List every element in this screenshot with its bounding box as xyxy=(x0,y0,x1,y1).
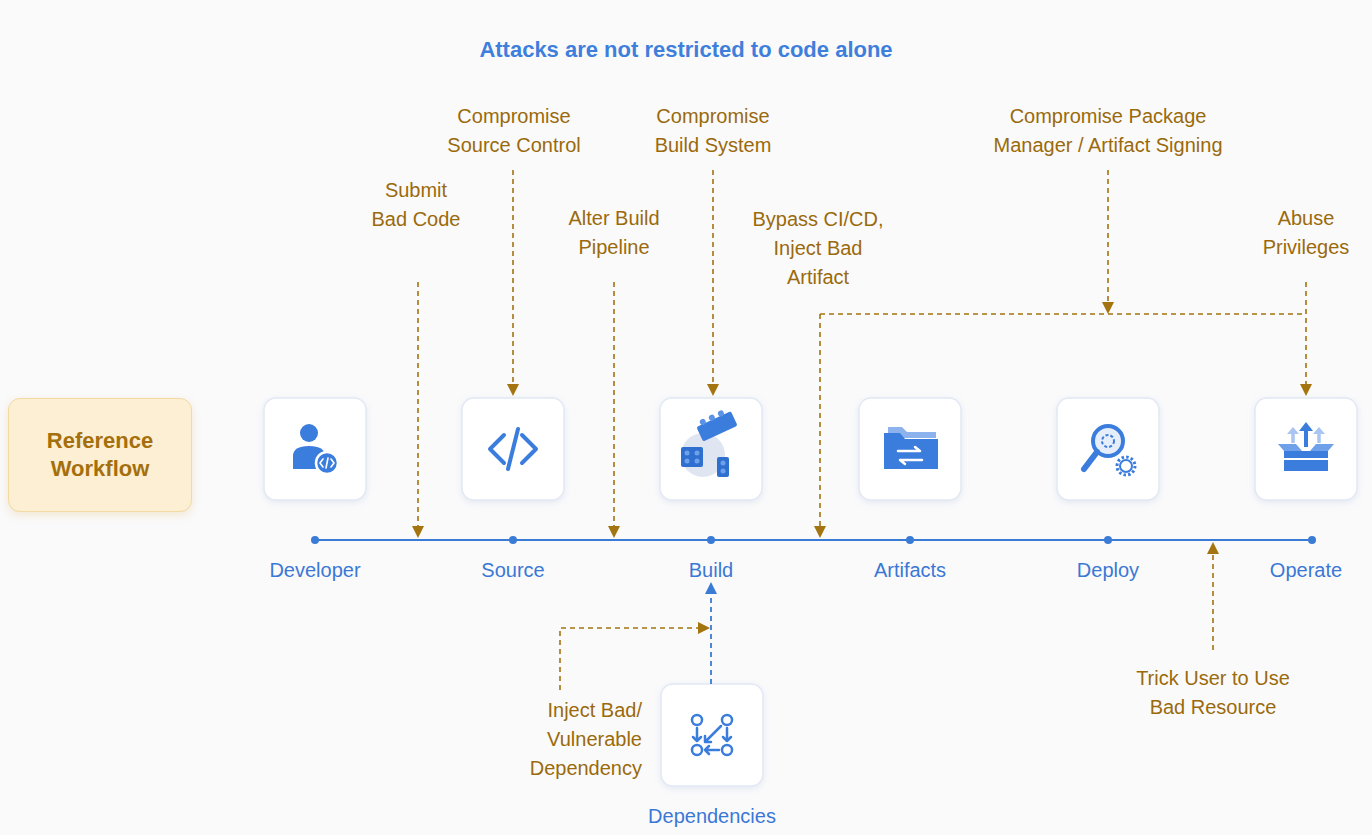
stage-label: Deploy xyxy=(1077,558,1139,582)
diagram-title: Attacks are not restricted to code alone xyxy=(0,36,1372,64)
developer-icon xyxy=(293,424,338,474)
workflow-stage: Deploy xyxy=(1043,396,1173,582)
stage-label: Dependencies xyxy=(648,804,776,828)
source-icon xyxy=(490,429,536,469)
deploy-icon xyxy=(1084,426,1135,475)
attack-label: Compromise Package Manager / Artifact Si… xyxy=(992,102,1224,160)
stage-label: Source xyxy=(481,558,544,582)
stage-label: Artifacts xyxy=(874,558,946,582)
artifacts-icon xyxy=(884,427,938,469)
dependency-connector xyxy=(710,584,712,684)
dependencies-icon xyxy=(692,715,732,755)
stage-label: Developer xyxy=(269,558,360,582)
attack-label: Trick User to Use Bad Resource xyxy=(1121,664,1305,722)
workflow-stage: Developer xyxy=(250,396,380,582)
build-icon xyxy=(681,407,738,477)
operate-icon xyxy=(1278,422,1334,471)
icon-tiles xyxy=(264,398,1357,786)
attack-label: Abuse Privileges xyxy=(1250,204,1362,262)
workflow-stage: Dependencies xyxy=(637,684,787,828)
workflow-stage: Operate xyxy=(1244,396,1368,582)
workflow-stage: Source xyxy=(448,396,578,582)
attack-label: Bypass CI/CD, Inject Bad Artifact xyxy=(743,205,893,292)
attack-label: Alter Build Pipeline xyxy=(552,204,676,262)
workflow-stage: Artifacts xyxy=(845,396,975,582)
attack-label: Submit Bad Code xyxy=(368,176,464,234)
workflow-stage: Build xyxy=(646,396,776,582)
attack-leaders xyxy=(418,170,1306,690)
workflow-label-box: Reference Workflow xyxy=(8,398,192,512)
box-label: Reference Workflow xyxy=(25,427,175,483)
stage-label: Build xyxy=(689,558,733,582)
stage-label: Operate xyxy=(1270,558,1342,582)
attack-label: Compromise Source Control xyxy=(438,102,590,160)
attack-label: Compromise Build System xyxy=(638,102,788,160)
attack-label: Inject Bad/ Vulnerable Dependency xyxy=(516,696,642,783)
timeline xyxy=(311,536,1316,544)
